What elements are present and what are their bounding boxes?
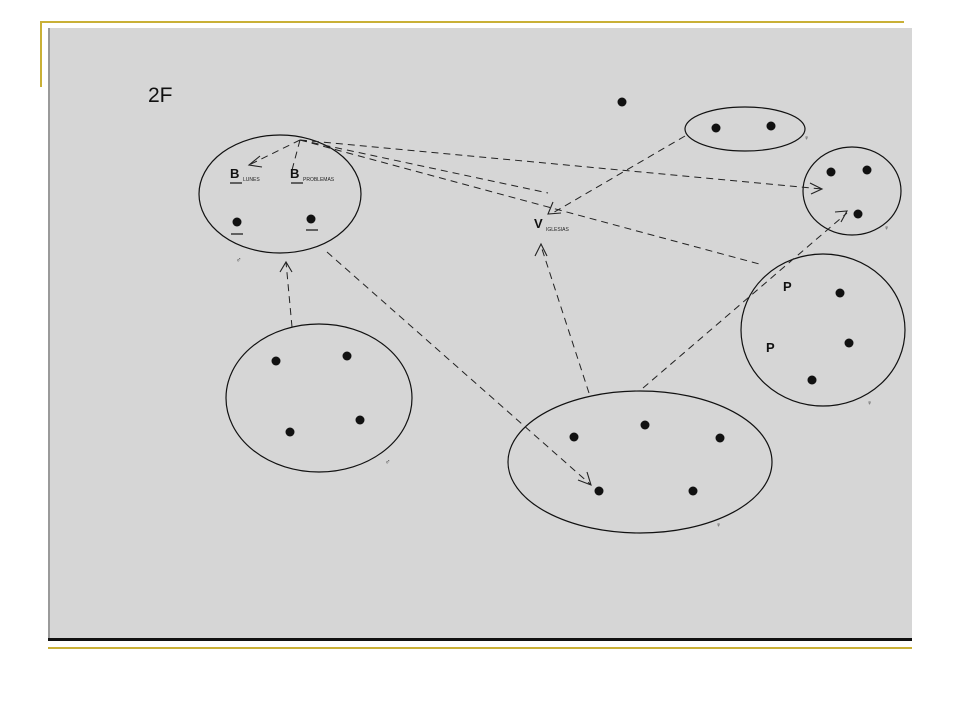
group-top-left-circle	[198, 134, 362, 254]
connection-arrow-line	[299, 139, 549, 194]
member-node	[711, 123, 721, 133]
member-node	[342, 351, 352, 361]
arrowhead	[809, 182, 824, 195]
member-node	[306, 214, 316, 224]
label-b-problemas: B	[290, 166, 299, 181]
member-node	[640, 420, 650, 430]
connection-arrow-line	[285, 261, 293, 328]
group-mark-top-right-pair: ♀	[804, 135, 809, 142]
label-p-upper: P	[783, 279, 792, 294]
scan-left-edge	[48, 28, 50, 640]
member-node	[844, 338, 854, 348]
group-mark-top-left: ♂	[236, 257, 241, 264]
group-mark-bottom-center: ♀	[716, 522, 721, 529]
member-node	[853, 209, 863, 219]
member-node	[271, 356, 281, 366]
group-mark-right-large: ♀	[867, 400, 872, 407]
group-bottom-left-circle	[225, 323, 413, 473]
scan-bottom-edge	[48, 638, 912, 641]
member-node	[285, 427, 295, 437]
arrowhead	[279, 260, 293, 273]
connection-arrow-line	[299, 139, 764, 266]
arrowhead	[834, 210, 848, 223]
bottom-accent-line	[48, 647, 912, 649]
arrowhead	[577, 471, 592, 486]
member-node	[355, 415, 365, 425]
connection-arrow-line	[291, 139, 301, 171]
label-p-lower: P	[766, 340, 775, 355]
page-title: 2F	[148, 84, 173, 107]
arrowhead	[247, 155, 263, 168]
connection-arrow-line	[550, 135, 686, 215]
connection-arrow-line	[642, 212, 848, 389]
label-b-lunes: B	[230, 166, 239, 181]
member-node	[766, 121, 776, 131]
member-node	[232, 217, 242, 227]
group-right-large-circle	[740, 253, 906, 407]
label-v-iglesias: V	[534, 216, 543, 231]
member-node	[807, 375, 817, 385]
top-accent-line	[40, 21, 904, 23]
label-b-lunes-subscript: LUNES	[243, 177, 260, 183]
label-b-problemas-subscript: PROBLEMAS	[303, 177, 335, 183]
member-node	[826, 167, 836, 177]
member-node	[862, 165, 872, 175]
scanned-diagram-background	[48, 28, 912, 640]
group-right-small-circle	[802, 146, 902, 236]
member-node	[594, 486, 604, 496]
group-bottom-center-circle	[507, 390, 773, 534]
connection-arrow-line	[540, 245, 590, 394]
arrowhead	[534, 242, 548, 257]
group-mark-right-small: ♀	[884, 225, 889, 232]
arrowhead	[547, 201, 562, 215]
left-accent-line	[40, 21, 42, 87]
connection-arrow-line	[326, 251, 591, 485]
member-node	[688, 486, 698, 496]
group-mark-bottom-left: ♂	[385, 459, 390, 466]
connection-arrow-line	[248, 139, 301, 166]
member-node	[569, 432, 579, 442]
member-node	[835, 288, 845, 298]
member-node	[715, 433, 725, 443]
label-v-iglesias-subscript: IGLESIAS	[546, 227, 569, 233]
connection-arrow-line	[299, 139, 823, 190]
member-node	[617, 97, 627, 107]
group-top-right-pair-ellipse	[684, 106, 806, 152]
